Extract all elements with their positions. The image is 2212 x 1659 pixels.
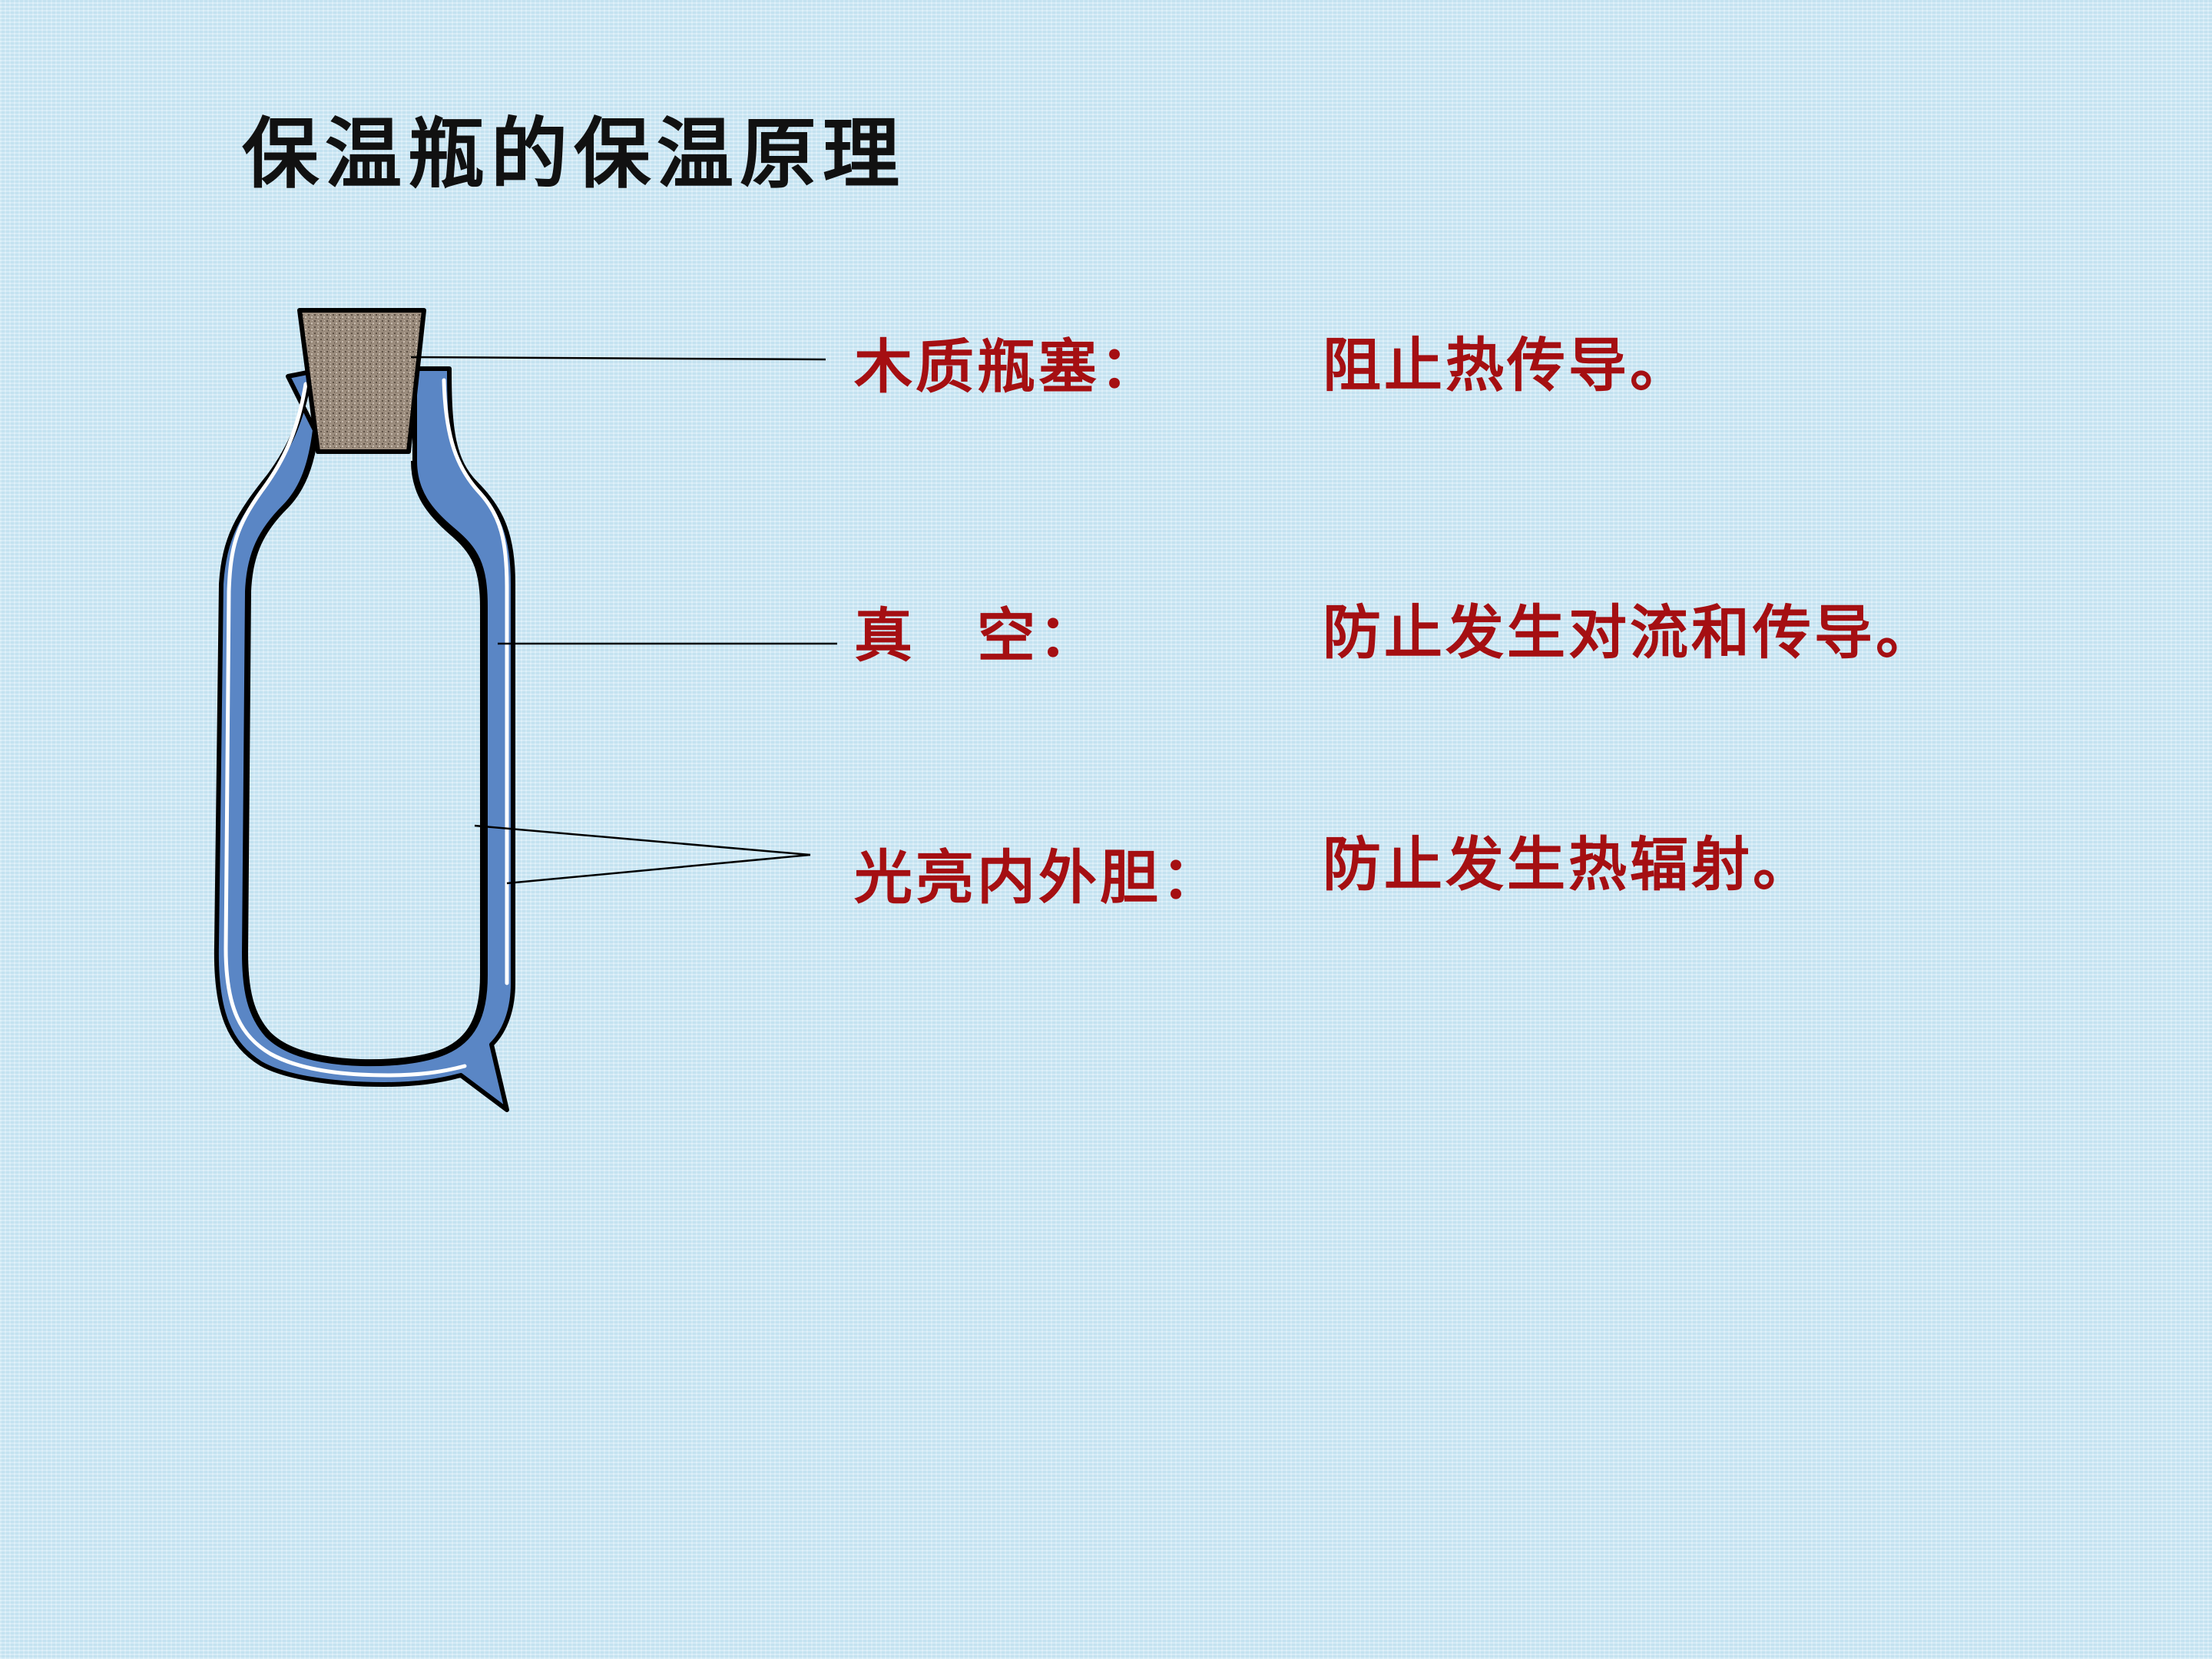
- leader-line-outer-liner: [506, 853, 811, 885]
- desc-liner: 防止发生热辐射。: [1323, 830, 1814, 899]
- outer-wall-highlight: [224, 382, 467, 1078]
- wooden-cork: [297, 308, 426, 454]
- leader-line-inner-liner: [474, 824, 811, 856]
- label-vacuum: 真 空：: [854, 601, 1100, 670]
- desc-cork: 阻止热传导。: [1323, 331, 1691, 399]
- label-liner: 光亮内外胆：: [854, 843, 1223, 912]
- slide-title: 保温瓶的保温原理: [242, 108, 906, 199]
- label-cork: 木质瓶塞：: [854, 333, 1161, 401]
- desc-vacuum: 防止发生对流和传导。: [1323, 598, 1937, 667]
- right-wall-highlight: [442, 378, 509, 985]
- flask-inner-wall: [243, 429, 485, 1065]
- leader-line-cork: [410, 356, 826, 361]
